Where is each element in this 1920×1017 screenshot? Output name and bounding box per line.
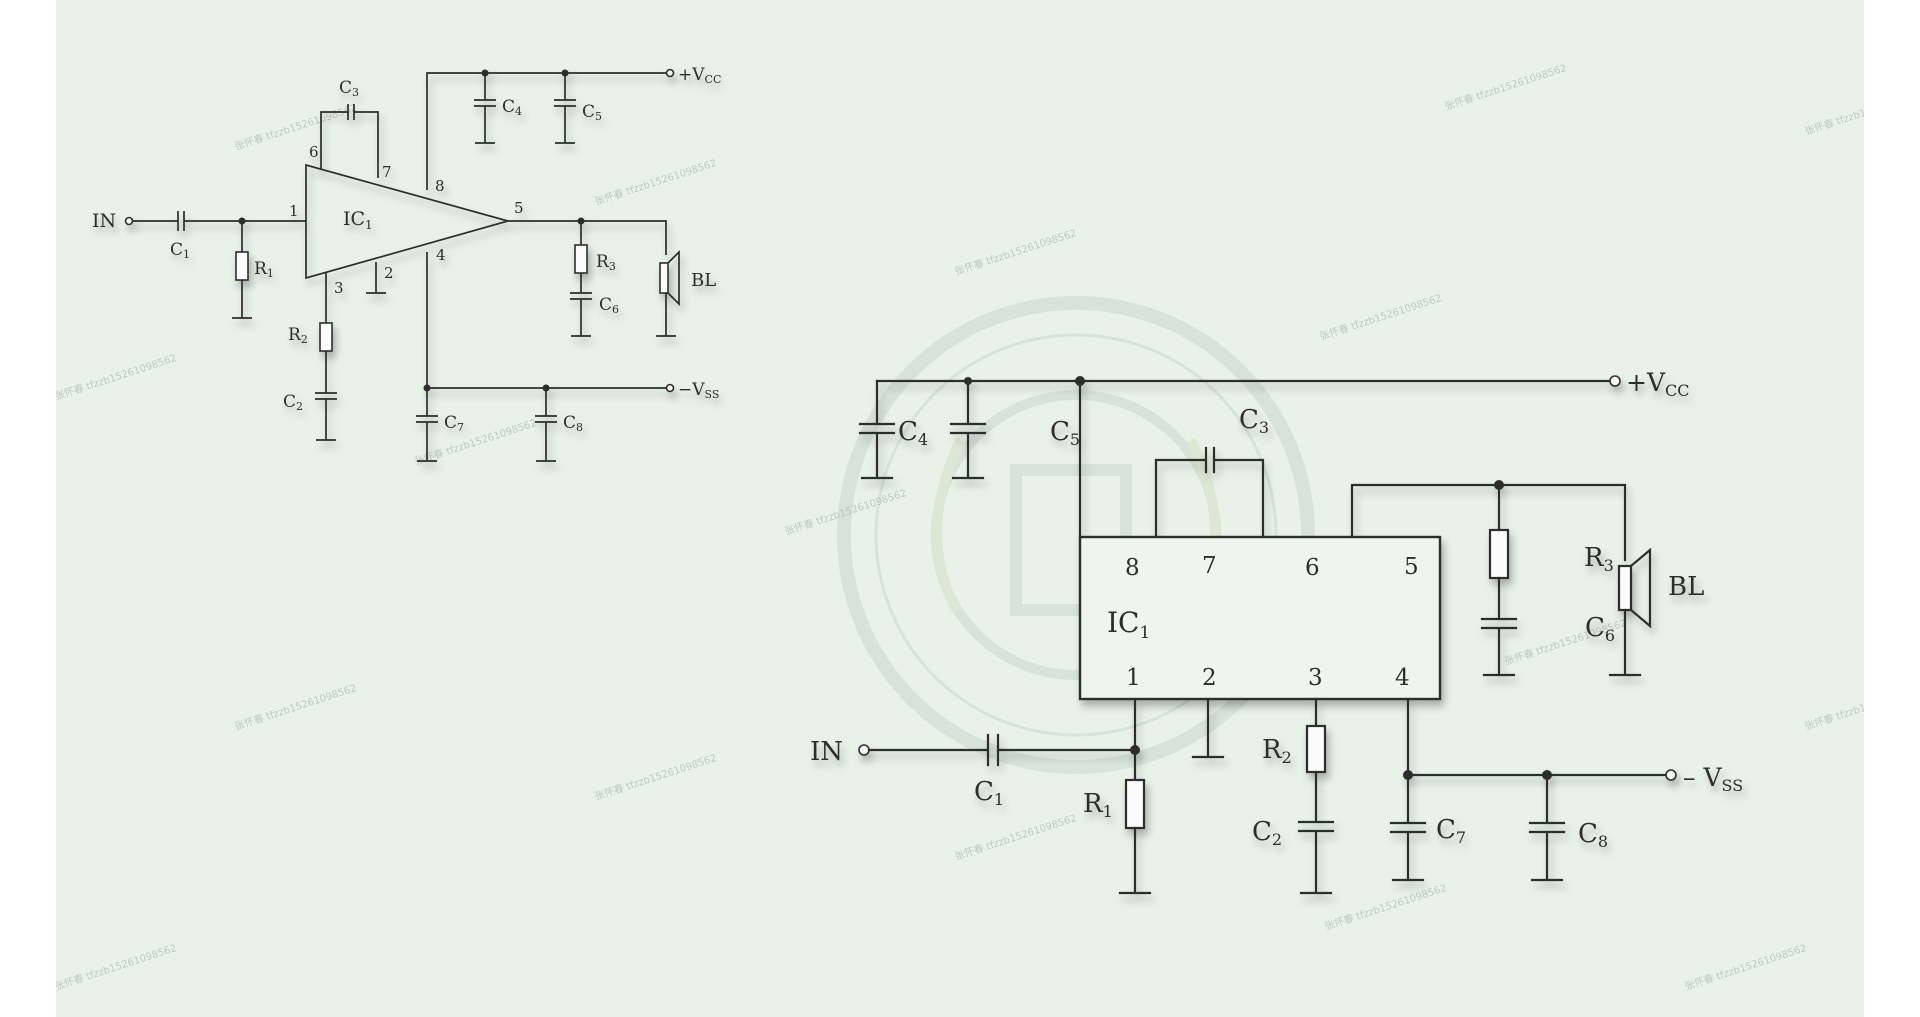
watermark-text: 张怀春 tfzzb15261098562 [1803, 87, 1864, 138]
large-pin-2: 2 [1202, 665, 1217, 691]
small-pin-3: 3 [334, 279, 344, 297]
circuit-diagram: 张怀春 tfzzb15261098562 张怀春 tfzzb1526109856… [56, 62, 1864, 993]
small-c3-label: C3 [339, 78, 359, 99]
watermark-text: 张怀春 tfzzb15261098562 [1318, 292, 1443, 343]
watermark-text: 张怀春 tfzzb15261098562 [953, 812, 1078, 863]
small-pin-1: 1 [289, 202, 299, 220]
watermark-texts: 张怀春 tfzzb15261098562 张怀春 tfzzb1526109856… [56, 62, 1864, 993]
watermark-text: 张怀春 tfzzb15261098562 [56, 942, 178, 993]
small-r1-label: R1 [254, 259, 274, 280]
small-in-label: IN [92, 210, 116, 232]
large-vcc-terminal [1609, 375, 1621, 387]
small-pin-4: 4 [436, 246, 446, 264]
small-c8-label: C8 [563, 413, 583, 434]
small-pin-5: 5 [514, 199, 524, 217]
vss-terminal [665, 383, 675, 393]
watermark-text: 张怀春 tfzzb15261098562 [593, 157, 718, 208]
small-vcc-label: +VCC [678, 65, 721, 86]
diagram-canvas: 张怀春 tfzzb15261098562 张怀春 tfzzb1526109856… [56, 0, 1864, 1017]
large-pin-4: 4 [1395, 665, 1410, 691]
large-vss-label: – VSS [1683, 763, 1743, 795]
large-c4-label: C4 [898, 417, 928, 449]
large-pin-1: 1 [1126, 665, 1141, 691]
large-r3-label: R3 [1584, 543, 1614, 575]
watermark-text: 张怀春 tfzzb15261098562 [1683, 942, 1808, 993]
watermark-text: 张怀春 tfzzb15261098562 [593, 752, 718, 803]
small-pin-8: 8 [435, 177, 445, 195]
small-c2-label: C2 [283, 392, 303, 413]
large-c1-label: C1 [974, 777, 1004, 809]
large-schematic: IN +VCC – VSS IC1 BL C1 C2 C3 C4 C5 C6 C… [810, 368, 1743, 895]
in-terminal [124, 216, 134, 226]
large-in-terminal [858, 744, 870, 756]
watermark-text: 张怀春 tfzzb15261098562 [1323, 882, 1448, 933]
large-vcc-label: +VCC [1626, 368, 1690, 400]
large-pin-5: 5 [1404, 554, 1419, 580]
watermark-text: 张怀春 tfzzb15261098562 [233, 102, 358, 153]
ic-box [1078, 535, 1442, 701]
large-pin-6: 6 [1305, 555, 1320, 581]
small-c5-label: C5 [582, 102, 602, 123]
small-c4-label: C4 [502, 97, 522, 118]
large-in-label: IN [810, 737, 843, 767]
large-r2-label: R2 [1262, 735, 1292, 767]
small-c1-label: C1 [170, 240, 190, 261]
watermark-text: 张怀春 tfzzb15261098562 [1803, 682, 1864, 733]
small-bl-label: BL [691, 270, 716, 291]
large-c5-label: C5 [1050, 417, 1080, 449]
large-c7-label: C7 [1436, 815, 1466, 847]
large-r1-label: R1 [1083, 789, 1113, 821]
large-bl-label: BL [1668, 572, 1704, 602]
large-pin-3: 3 [1308, 665, 1323, 691]
large-c6-label: C6 [1585, 613, 1615, 645]
large-c2-label: C2 [1252, 817, 1282, 849]
large-pin-7: 7 [1202, 553, 1217, 579]
small-r2-label: R2 [288, 325, 308, 346]
small-c6-label: C6 [599, 295, 619, 316]
small-pin-7: 7 [382, 163, 392, 181]
small-c7-label: C7 [444, 413, 464, 434]
small-vss-label: −VSS [678, 380, 719, 401]
watermark-text: 张怀春 tfzzb15261098562 [953, 227, 1078, 278]
vcc-terminal [665, 68, 675, 78]
small-ic-label: IC1 [343, 208, 373, 232]
large-ic-label: IC1 [1107, 606, 1150, 643]
small-r3-label: R3 [596, 252, 616, 273]
small-pin-2: 2 [384, 264, 394, 282]
watermark-text: 张怀春 tfzzb15261098562 [233, 682, 358, 733]
watermark-text: 张怀春 tfzzb15261098562 [56, 352, 178, 403]
large-vss-terminal [1665, 769, 1677, 781]
large-c8-label: C8 [1578, 819, 1608, 851]
small-pin-6: 6 [309, 143, 319, 161]
watermark-text: 张怀春 tfzzb15261098562 [1443, 62, 1568, 113]
large-c3-label: C3 [1239, 405, 1269, 437]
small-schematic: IN +VCC −VSS IC1 BL C1 C2 C3 C4 C5 C6 C7… [92, 65, 721, 462]
large-pin-8: 8 [1125, 555, 1140, 581]
